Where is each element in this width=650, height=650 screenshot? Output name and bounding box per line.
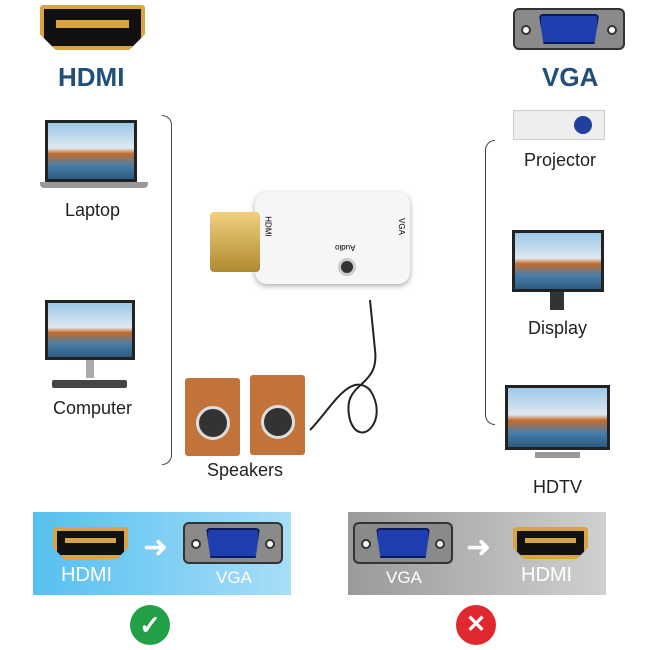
- hdmi-port-icon: [513, 527, 588, 559]
- display-label: Display: [527, 318, 588, 338]
- vga-port-icon: [513, 8, 625, 50]
- computer-label: Computer: [52, 398, 133, 418]
- arrow-right-icon: ➜: [466, 531, 492, 564]
- speaker-icon: [250, 375, 305, 455]
- vga-port-icon: [183, 522, 283, 564]
- supported-from-label: HDMI: [61, 564, 113, 586]
- speaker-icon: [185, 378, 240, 456]
- laptop-label: Laptop: [64, 200, 121, 220]
- vga-title: VGA: [542, 62, 599, 92]
- unsupported-from-label: VGA: [386, 568, 422, 587]
- right-brace: [485, 140, 495, 425]
- adapter-image: [255, 192, 410, 284]
- hdtv-label: HDTV: [533, 477, 582, 497]
- left-brace: [162, 115, 172, 465]
- hdmi-port-icon: [53, 527, 128, 559]
- adapter-vga-text: VGA: [396, 218, 406, 235]
- unsupported-to-label: HDMI: [521, 564, 573, 586]
- hdmi-port-icon: [40, 5, 145, 50]
- hdtv-image: [505, 385, 610, 450]
- vga-port-icon: [353, 522, 453, 564]
- projector-label: Projector: [523, 150, 597, 170]
- computer-image: [45, 300, 135, 360]
- laptop-image: [45, 120, 137, 182]
- speakers-label: Speakers: [206, 460, 284, 480]
- supported-to-label: VGA: [216, 568, 252, 587]
- arrow-right-icon: ➜: [143, 531, 169, 564]
- audio-cable: [309, 299, 378, 434]
- unsupported-panel: ➜ VGA HDMI: [348, 512, 606, 595]
- display-image: [512, 230, 604, 292]
- projector-image: [513, 110, 605, 140]
- hdmi-title: HDMI: [58, 62, 125, 92]
- adapter-hdmi-text: HDMI: [263, 216, 273, 237]
- supported-panel: ➜ HDMI VGA: [33, 512, 291, 595]
- cross-icon: ✕: [456, 605, 496, 645]
- check-icon: ✓: [130, 605, 170, 645]
- adapter-audio-text: Audio: [335, 243, 356, 252]
